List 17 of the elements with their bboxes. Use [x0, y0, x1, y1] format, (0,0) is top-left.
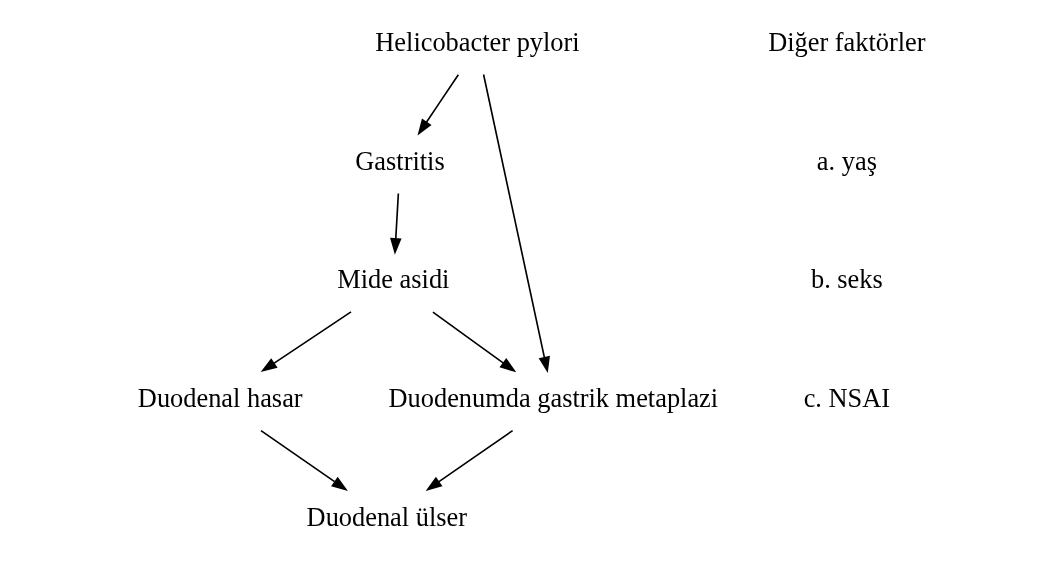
label: Diğer faktörler [767, 26, 926, 57]
arrow [482, 73, 550, 374]
node-text: Helicobacter pylori [374, 26, 580, 57]
arrow [425, 429, 513, 491]
arrow [431, 311, 516, 373]
arrow [260, 311, 352, 373]
node-text: Duodenal ülser [306, 501, 467, 532]
node-text: Gastritis [354, 145, 445, 176]
node-text: Mide asidi [336, 264, 449, 295]
node-text: Duodenal hasar [137, 383, 303, 413]
arrow [417, 73, 459, 136]
arrow [389, 192, 402, 255]
arrow [259, 429, 348, 491]
label: b. seks [810, 264, 883, 295]
label: a. yaş [816, 145, 877, 176]
label: c. NSAI [803, 383, 890, 413]
node-text: Duodenumda gastrik metaplazi [388, 383, 718, 413]
